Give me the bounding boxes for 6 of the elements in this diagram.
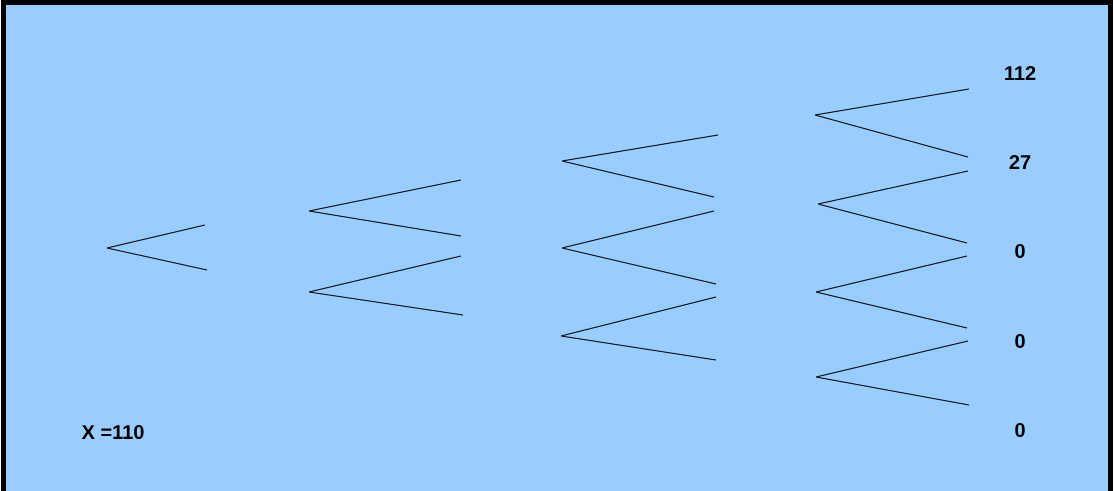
value-label: 0: [1015, 243, 1025, 259]
value-label: 112: [1005, 66, 1036, 80]
value-label: 0: [1015, 422, 1025, 438]
value-label: X =110: [81, 424, 144, 440]
value-label: 27: [1009, 155, 1031, 169]
value-label: 0: [1015, 333, 1025, 349]
